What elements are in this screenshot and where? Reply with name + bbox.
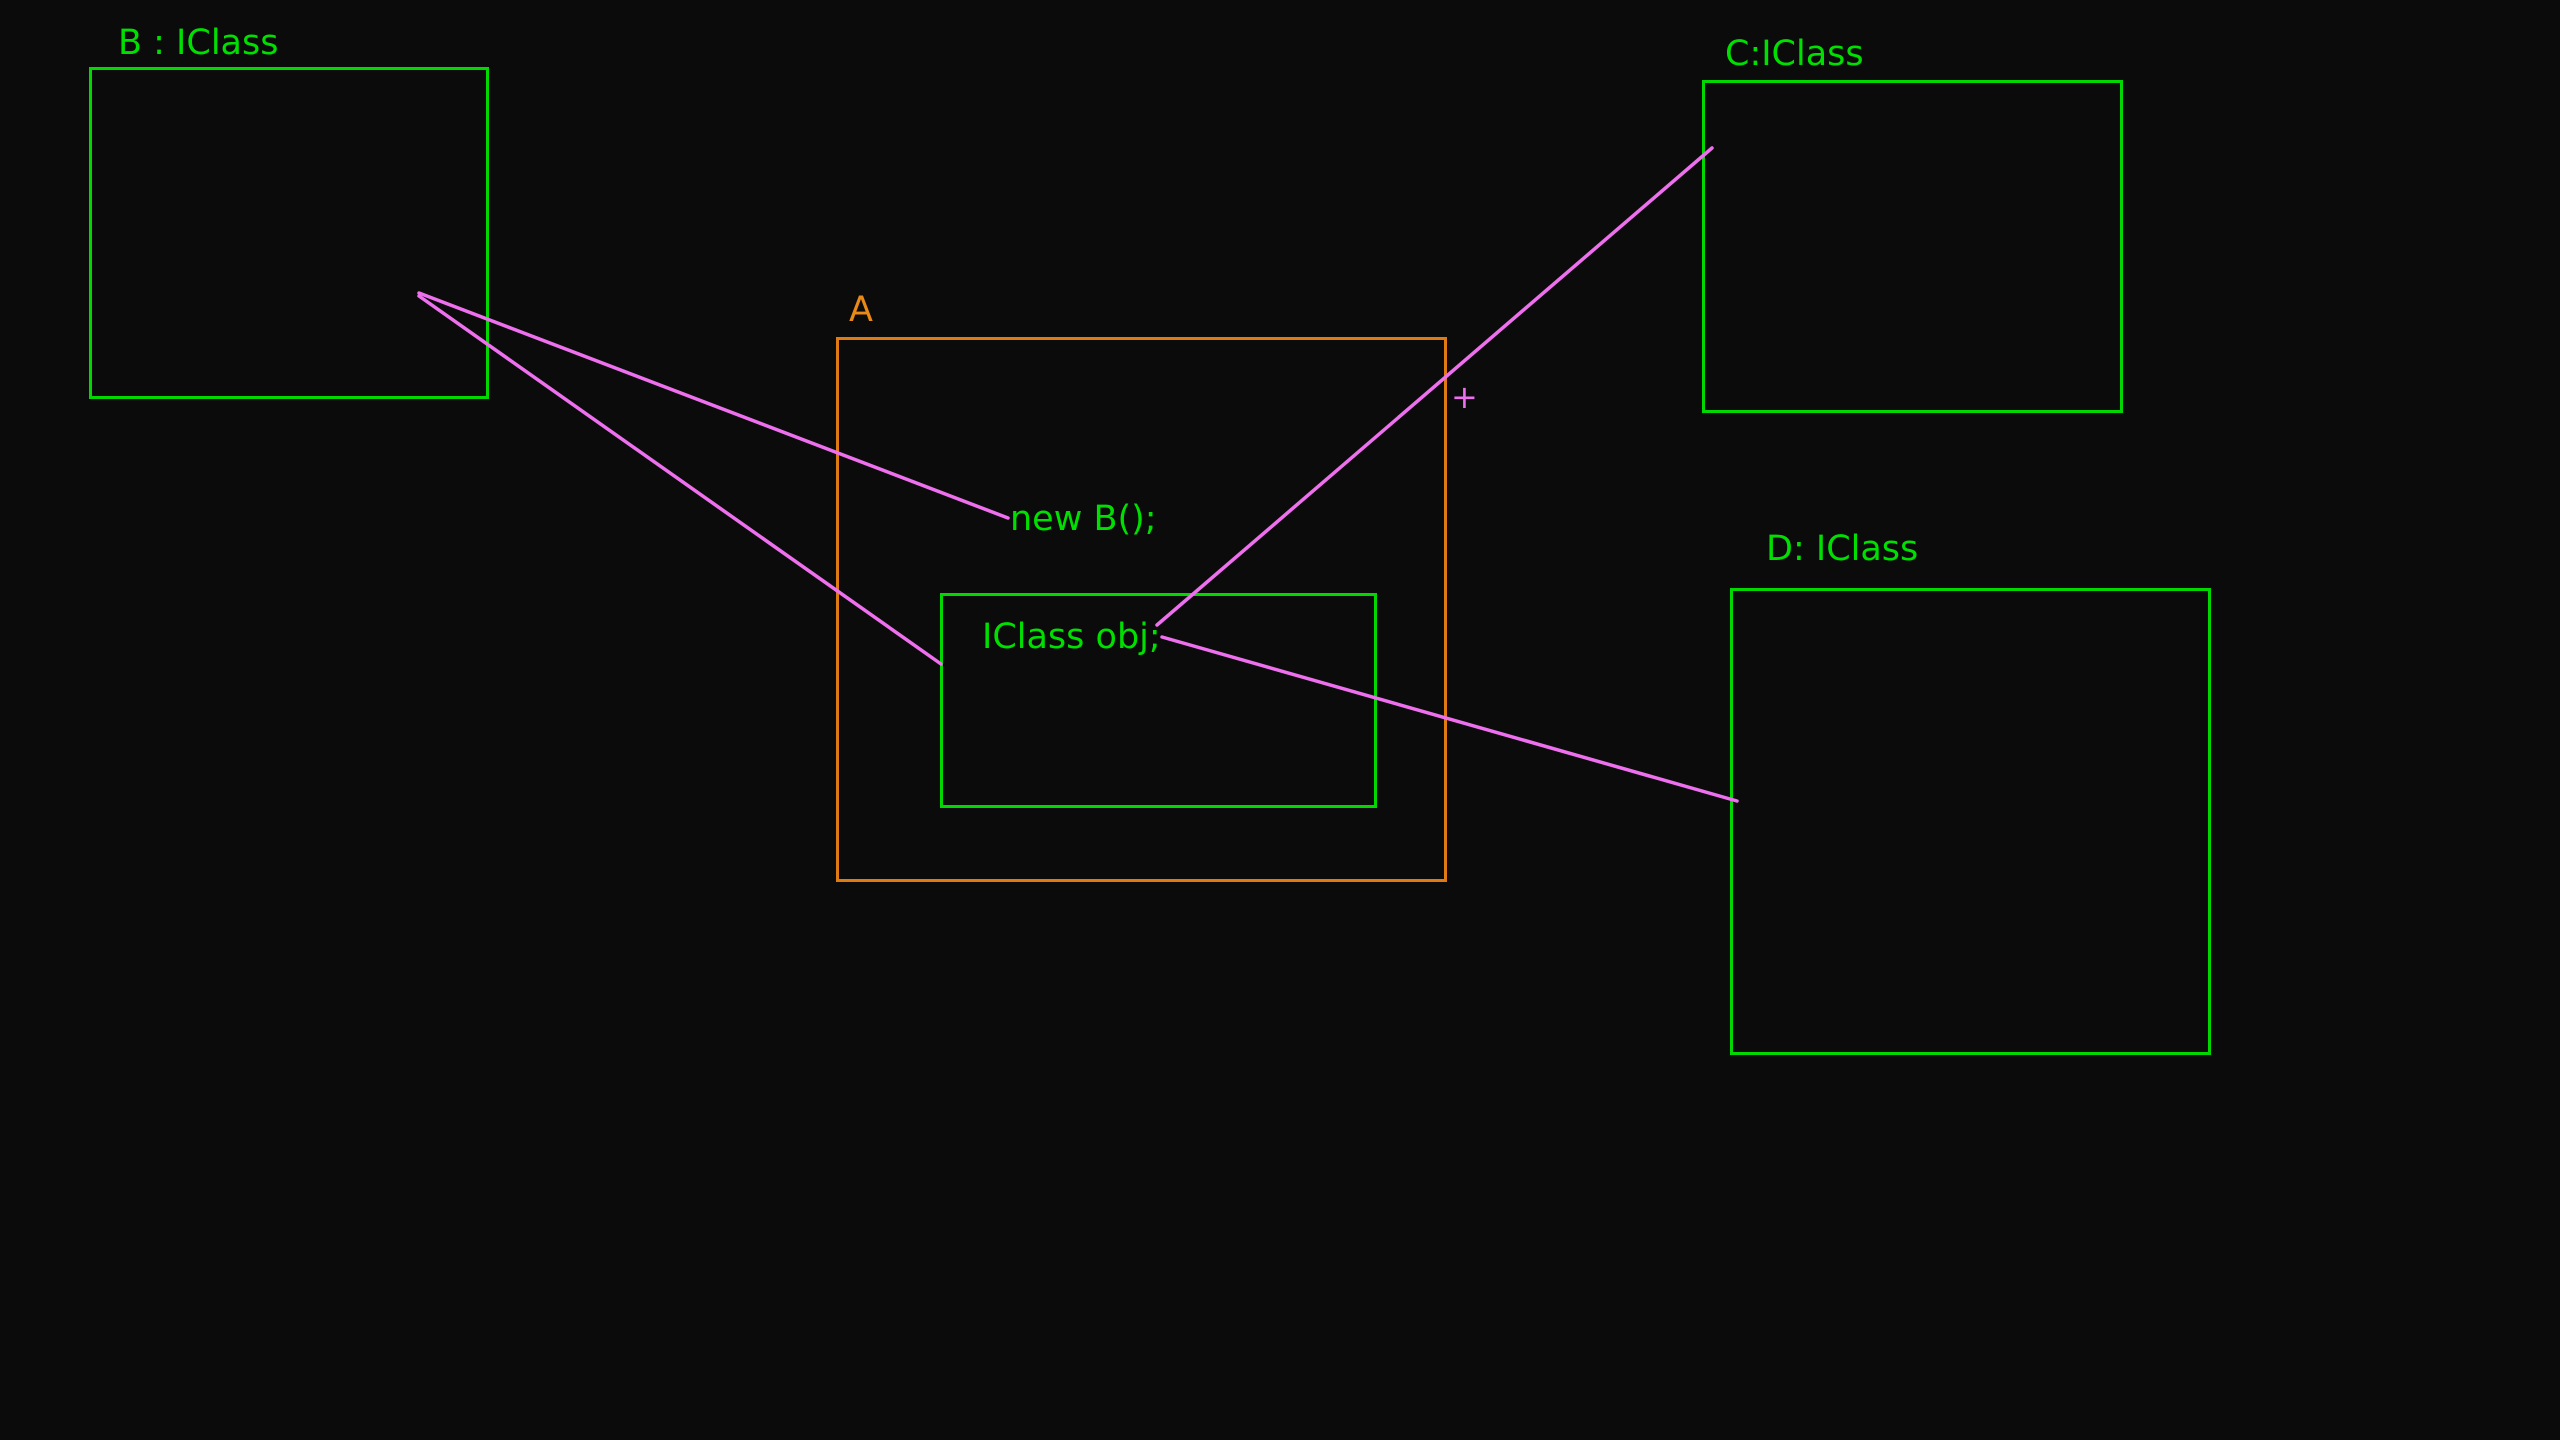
d-class-label: D: IClass: [1766, 529, 1919, 569]
a-class-label: A: [849, 290, 873, 330]
crosshair-cursor-icon: +: [1451, 378, 1478, 416]
new-b-call-label: new B();: [1010, 499, 1157, 539]
b-class-box[interactable]: [89, 67, 489, 399]
c-class-label: C:IClass: [1725, 34, 1864, 74]
obj-field-label: IClass obj;: [982, 617, 1161, 657]
c-class-box[interactable]: [1702, 80, 2123, 413]
b-class-label: B : IClass: [118, 23, 279, 63]
d-class-box[interactable]: [1730, 588, 2211, 1055]
